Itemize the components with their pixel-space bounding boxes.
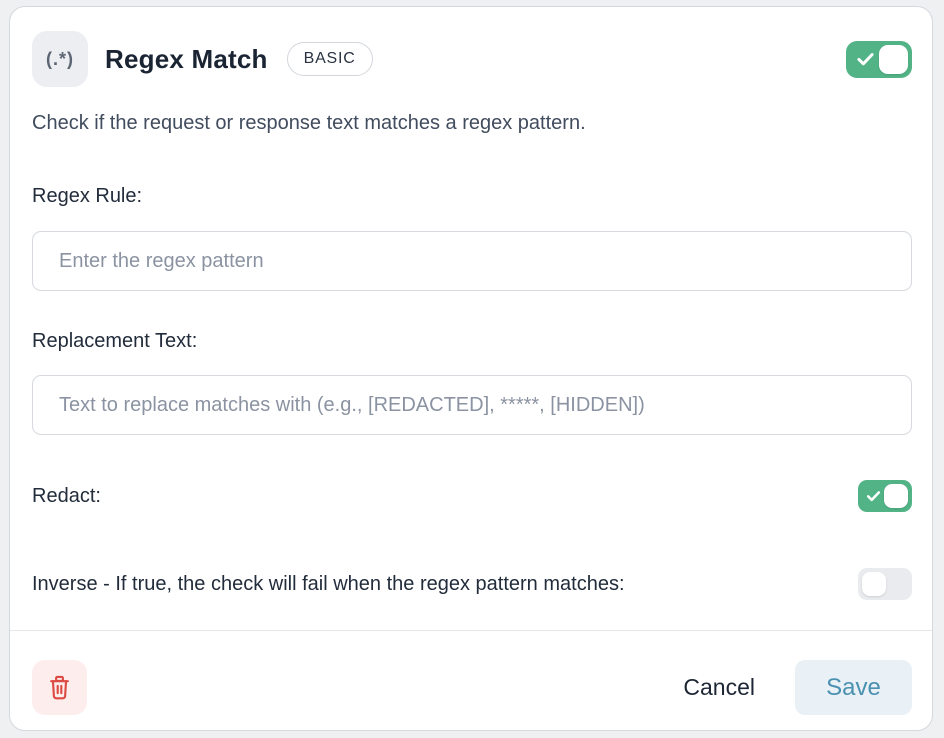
- regex-icon: (.*): [32, 31, 88, 87]
- footer-divider: [10, 630, 932, 631]
- check-icon: [855, 49, 876, 70]
- save-button[interactable]: Save: [795, 660, 912, 715]
- trash-icon: [46, 674, 73, 701]
- replacement-text-input[interactable]: [32, 375, 912, 435]
- inverse-toggle[interactable]: [858, 568, 912, 600]
- cancel-button[interactable]: Cancel: [683, 674, 755, 700]
- regex-match-card: (.*) Regex Match BASIC Check if the requ…: [9, 6, 933, 731]
- redact-label: Redact:: [32, 485, 101, 507]
- regex-rule-label: Regex Rule:: [32, 185, 143, 207]
- toggle-knob: [879, 44, 908, 74]
- redact-row: Redact:: [32, 480, 912, 512]
- replacement-text-label: Replacement Text:: [32, 330, 198, 352]
- check-icon: [865, 488, 882, 505]
- card-title: Regex Match: [105, 43, 268, 74]
- card-footer: Cancel Save: [10, 631, 932, 730]
- toggle-knob: [862, 572, 886, 596]
- regex-rule-input[interactable]: [32, 231, 912, 291]
- footer-actions: Cancel Save: [683, 660, 912, 715]
- delete-button[interactable]: [32, 660, 87, 715]
- toggle-knob: [884, 484, 908, 508]
- tier-badge: BASIC: [286, 42, 373, 76]
- inverse-label: Inverse - If true, the check will fail w…: [32, 573, 625, 595]
- inverse-row: Inverse - If true, the check will fail w…: [32, 568, 912, 600]
- enable-toggle[interactable]: [846, 40, 912, 78]
- card-description: Check if the request or response text ma…: [32, 112, 586, 134]
- redact-toggle[interactable]: [858, 480, 912, 512]
- card-header: (.*) Regex Match BASIC: [32, 31, 912, 87]
- card-content: (.*) Regex Match BASIC Check if the requ…: [10, 7, 932, 630]
- regex-icon-glyph: (.*): [46, 48, 74, 69]
